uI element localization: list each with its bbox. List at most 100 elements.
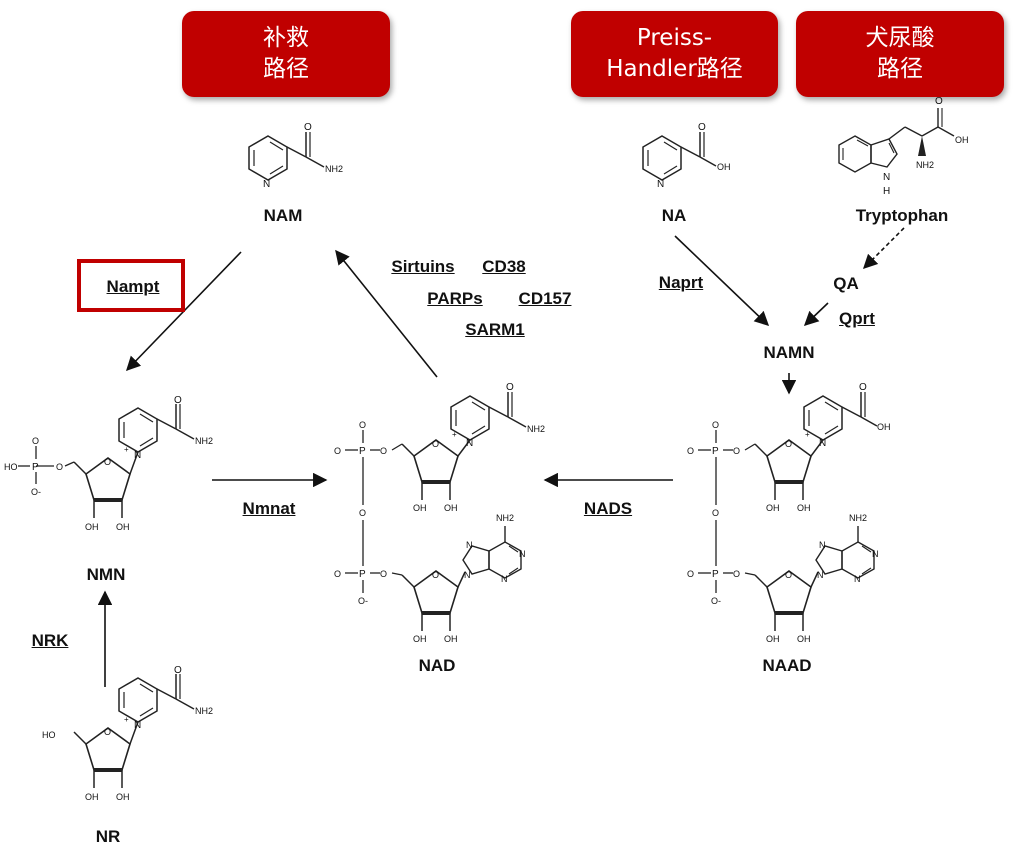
nmn-plus: + xyxy=(124,445,129,454)
nad-n-atom: N xyxy=(466,438,473,449)
nr-amide-o: O xyxy=(174,665,182,676)
salvage-pathway-banner: 补救 路径 xyxy=(182,11,390,97)
naad-oh2-left: OH xyxy=(766,634,780,644)
nr-ho-atom: HO xyxy=(42,730,56,740)
preiss-handler-pathway-banner: Preiss- Handler路径 xyxy=(571,11,778,97)
banner-line-2: Handler路径 xyxy=(606,56,743,82)
nad-structure xyxy=(345,391,527,633)
naad-structure xyxy=(698,391,878,633)
naad-p2-o-bottom: O- xyxy=(711,596,721,606)
trp-oh-atom: OH xyxy=(955,135,969,145)
trp-nh-h-atom: H xyxy=(883,186,890,197)
nad-bridge-o: O xyxy=(359,508,366,518)
naad-acid-oh: OH xyxy=(877,422,891,432)
nmn-p-atom: P xyxy=(32,462,39,473)
nad-adenine-nh2: NH2 xyxy=(496,513,514,523)
naad-p1-o-top: O xyxy=(712,420,719,430)
nmn-o-bottom: O- xyxy=(31,487,41,497)
nad-p1-o-left: O xyxy=(334,446,341,456)
enzyme-sirtuins[interactable]: Sirtuins xyxy=(391,257,455,276)
nr-oh-right: OH xyxy=(116,792,130,802)
nmn-label: NMN xyxy=(86,565,126,584)
trp-o-atom: O xyxy=(935,96,943,107)
naad-p2-o-right: O xyxy=(733,569,740,579)
naad-adenine-n9: N xyxy=(817,570,824,580)
nmn-o-top: O xyxy=(32,436,39,446)
nmn-o-bridge: O xyxy=(56,462,63,472)
nad-adenine-n3: N xyxy=(501,574,508,584)
nad-amide-nh2: NH2 xyxy=(527,424,545,434)
arrow-trp-to-qa xyxy=(862,227,905,270)
nr-ring-o: O xyxy=(104,727,111,737)
kynurenine-pathway-banner: 犬尿酸 路径 xyxy=(796,11,1004,97)
nmn-amide-o: O xyxy=(174,395,182,406)
nmn-amide-nh2: NH2 xyxy=(195,436,213,446)
nad-adenine-n1: N xyxy=(519,549,526,559)
nad-p1: P xyxy=(359,446,366,457)
nad-oh1-left: OH xyxy=(413,503,427,513)
nam-nh2-atom: NH2 xyxy=(325,164,343,174)
naad-p2-o-left: O xyxy=(687,569,694,579)
naad-p1-o-right: O xyxy=(733,446,740,456)
namn-label: NAMN xyxy=(763,343,815,362)
enzyme-naprt[interactable]: Naprt xyxy=(658,273,704,292)
naad-ring2-o: O xyxy=(785,570,792,580)
nmn-oh-left: OH xyxy=(85,522,99,532)
arrow-nad-to-nam xyxy=(335,249,438,378)
trp-nh2-atom: NH2 xyxy=(916,160,934,170)
nad-ring2-o: O xyxy=(432,570,439,580)
enzyme-sarm1[interactable]: SARM1 xyxy=(465,320,525,339)
enzyme-parps[interactable]: PARPs xyxy=(427,289,483,308)
naad-ring1-o: O xyxy=(785,439,792,449)
enzyme-cd157[interactable]: CD157 xyxy=(518,289,572,308)
nad-p2-o-right: O xyxy=(380,569,387,579)
naad-bridge-o: O xyxy=(712,508,719,518)
nam-label: NAM xyxy=(263,206,303,225)
enzyme-qprt[interactable]: Qprt xyxy=(839,309,875,328)
tryptophan-structure xyxy=(838,108,955,173)
nad-p2-o-left: O xyxy=(334,569,341,579)
tryptophan-label: Tryptophan xyxy=(855,206,949,225)
qa-label: QA xyxy=(833,274,859,293)
nr-label: NR xyxy=(95,827,121,846)
nmn-ho-atom: HO xyxy=(4,462,18,472)
na-label: NA xyxy=(661,206,687,225)
nmn-ring-o: O xyxy=(104,457,111,467)
nr-oh-left: OH xyxy=(85,792,99,802)
naad-oh1-right: OH xyxy=(797,503,811,513)
enzyme-nampt[interactable]: Nampt xyxy=(106,277,160,296)
na-n-atom: N xyxy=(657,179,664,190)
naad-acid-o: O xyxy=(859,382,867,393)
nad-p1-o-right: O xyxy=(380,446,387,456)
enzyme-nads[interactable]: NADS xyxy=(583,499,633,518)
banner-line-2: 路径 xyxy=(877,56,923,82)
nad-oh2-right: OH xyxy=(444,634,458,644)
na-oh-atom: OH xyxy=(717,162,731,172)
nmn-oh-right: OH xyxy=(116,522,130,532)
naad-p2: P xyxy=(712,569,719,580)
enzyme-nrk[interactable]: NRK xyxy=(31,631,69,650)
nad-adenine-n7: N xyxy=(466,540,473,550)
arrow-qa-to-namn xyxy=(803,302,829,326)
banner-line-1: Preiss- xyxy=(636,25,713,51)
naad-oh1-left: OH xyxy=(766,503,780,513)
naad-adenine-n3: N xyxy=(854,574,861,584)
nr-structure xyxy=(72,673,195,790)
nr-amide-nh2: NH2 xyxy=(195,706,213,716)
nad-oh1-right: OH xyxy=(444,503,458,513)
naad-label: NAAD xyxy=(762,656,812,675)
nr-n-atom: N xyxy=(134,720,141,731)
nad-label: NAD xyxy=(418,656,456,675)
banner-line-2: 路径 xyxy=(263,56,309,82)
nam-o-atom: O xyxy=(304,122,312,133)
nad-p2: P xyxy=(359,569,366,580)
naad-plus: + xyxy=(805,430,810,439)
enzyme-nmnat[interactable]: Nmnat xyxy=(242,499,296,518)
nad-plus: + xyxy=(452,430,457,439)
nam-n-atom: N xyxy=(263,179,270,190)
enzyme-cd38[interactable]: CD38 xyxy=(482,257,526,276)
naad-adenine-nh2: NH2 xyxy=(849,513,867,523)
nampt-highlight-box xyxy=(77,259,185,312)
naad-adenine-n1: N xyxy=(872,549,879,559)
